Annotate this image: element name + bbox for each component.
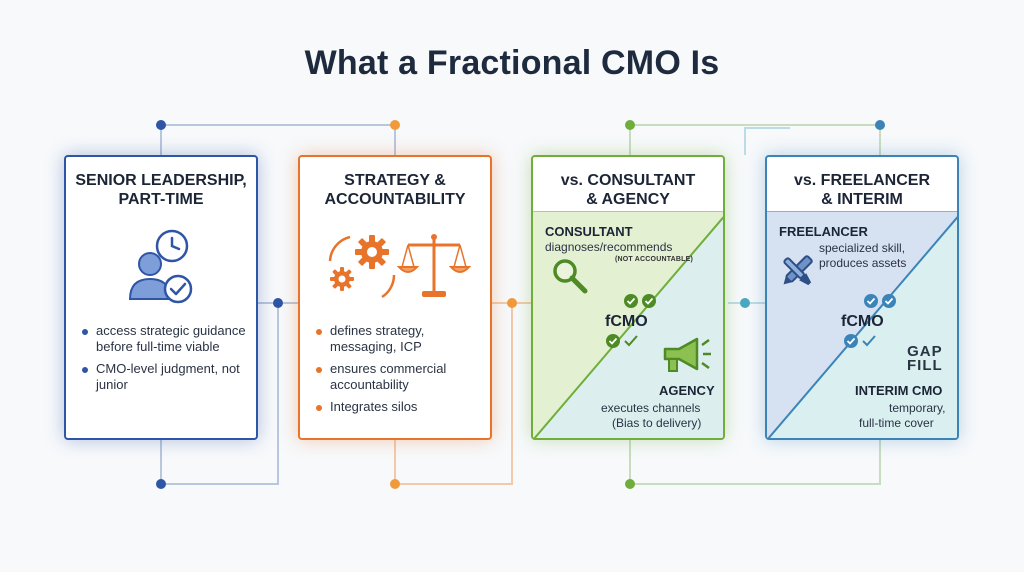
- card-strategy-accountability: STRATEGY & ACCOUNTABILITY: [298, 155, 492, 440]
- bullet-list: access strategic guidance before full-ti…: [80, 323, 248, 399]
- card-title: vs. CONSULTANT & AGENCY: [533, 171, 723, 209]
- connector-bottom-3: [629, 440, 881, 485]
- diagonal-split-background: [533, 211, 723, 438]
- fcmo-label: fCMO: [841, 313, 884, 330]
- double-check-icon: [863, 293, 899, 314]
- gap-fill-label: GAP FILL: [907, 343, 943, 374]
- node-bottom-2: [390, 479, 400, 489]
- freelancer-text-1: specialized skill,: [819, 241, 906, 255]
- check-icon: [605, 333, 639, 354]
- card-title-line2: ACCOUNTABILITY: [324, 191, 466, 208]
- interim-text-2: full-time cover: [859, 416, 934, 430]
- gap-fill-line2: FILL: [907, 357, 943, 374]
- bullet-item: CMO-level judgment, not junior: [80, 361, 248, 392]
- gears-scale-icon: [322, 227, 472, 312]
- freelancer-label: FREELANCER: [779, 224, 868, 239]
- node-top-4: [875, 120, 885, 130]
- card-title-line1: STRATEGY &: [344, 172, 446, 189]
- consultant-label: CONSULTANT: [545, 224, 633, 239]
- agency-text-1: executes channels: [601, 401, 701, 415]
- gap-fill-line1: GAP: [907, 343, 943, 360]
- bullet-item: access strategic guidance before full-ti…: [80, 323, 248, 354]
- check-icon: [843, 333, 877, 354]
- node-bottom-1: [156, 479, 166, 489]
- card-title-line2: & AGENCY: [586, 191, 670, 208]
- pencil-brush-icon: [777, 251, 817, 296]
- interim-label: INTERIM CMO: [855, 383, 943, 398]
- node-mid-1: [273, 298, 283, 308]
- card-title-line2: PART-TIME: [118, 191, 204, 208]
- person-clock-check-icon: [122, 229, 212, 310]
- megaphone-icon: [659, 335, 715, 380]
- page-title: What a Fractional CMO Is: [304, 44, 720, 82]
- bullet-item: Integrates silos: [314, 399, 482, 415]
- card-senior-leadership: SENIOR LEADERSHIP, PART-TIME access stra…: [64, 155, 258, 440]
- agency-text-2: (Bias to delivery): [612, 416, 702, 430]
- connector-top-teal: [744, 127, 790, 155]
- card-title: SENIOR LEADERSHIP, PART-TIME: [66, 171, 256, 209]
- consultant-text: diagnoses/recommends: [545, 240, 673, 254]
- card-title: STRATEGY & ACCOUNTABILITY: [300, 171, 490, 209]
- card-vs-consultant-agency: vs. CONSULTANT & AGENCY CONSULTANT diagn…: [531, 155, 725, 440]
- freelancer-text-2: produces assets: [819, 256, 907, 270]
- node-mid-3: [740, 298, 750, 308]
- node-top-3: [625, 120, 635, 130]
- interim-text-1: temporary,: [889, 401, 946, 415]
- node-top-1: [156, 120, 166, 130]
- node-mid-2: [507, 298, 517, 308]
- bullet-item: defines strategy, messaging, ICP: [314, 323, 482, 354]
- double-check-icon: [623, 293, 659, 314]
- agency-label: AGENCY: [659, 383, 715, 398]
- bullet-item: ensures commercial accountability: [314, 361, 482, 392]
- node-top-2: [390, 120, 400, 130]
- card-title: vs. FREELANCER & INTERIM: [767, 171, 957, 209]
- diagonal-split-background: [767, 211, 957, 438]
- card-title-line1: vs. CONSULTANT: [560, 172, 696, 189]
- node-bottom-3: [625, 479, 635, 489]
- connector-top-3-4: [629, 124, 881, 155]
- connector-top-1-2: [160, 124, 396, 155]
- card-title-line2: & INTERIM: [821, 191, 903, 208]
- consultant-note: (NOT ACCOUNTABLE): [615, 256, 694, 263]
- connector-bottom-2: [394, 303, 513, 485]
- card-title-line1: SENIOR LEADERSHIP,: [75, 172, 247, 189]
- bullet-list: defines strategy, messaging, ICP ensures…: [314, 323, 482, 422]
- magnifying-glass-icon: [551, 257, 589, 300]
- card-title-line1: vs. FREELANCER: [793, 172, 931, 189]
- connector-bottom-1: [160, 303, 279, 485]
- fcmo-label: fCMO: [605, 313, 648, 330]
- card-vs-freelancer-interim: vs. FREELANCER & INTERIM FREELANCER spec…: [765, 155, 959, 440]
